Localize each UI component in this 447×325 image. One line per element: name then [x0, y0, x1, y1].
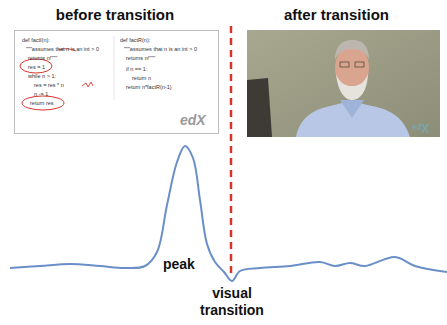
glasses — [340, 62, 349, 67]
chair — [247, 78, 272, 137]
collar — [340, 100, 364, 118]
code-line: def factR(n): — [120, 37, 150, 43]
glasses — [355, 62, 364, 67]
code-line: res = res * n — [34, 82, 64, 88]
watermark-mark: ᵉᵈX — [412, 122, 429, 136]
hair — [335, 40, 369, 60]
code-line: return n — [132, 75, 151, 81]
beard — [336, 74, 368, 100]
attention-curve — [10, 146, 447, 281]
annotation-circle — [20, 59, 52, 73]
code-line: res = 1 — [28, 64, 45, 70]
video-thumbnail — [247, 30, 440, 137]
code-line: n -= 1 — [34, 91, 48, 97]
code-line: def factI(n): — [22, 37, 50, 43]
transition-line — [230, 26, 233, 274]
annotation-circle — [22, 96, 64, 110]
code-line: returns n!""" — [28, 55, 57, 61]
curve-annotation: peak — [163, 256, 195, 273]
watermark: edX — [180, 112, 206, 128]
code-line: return res — [30, 100, 54, 106]
panel-heading: before transition — [0, 6, 230, 23]
code-line: """assumes that n is an int > 0 — [124, 46, 197, 52]
panel-heading: after transition — [229, 6, 444, 23]
column-divider — [114, 36, 115, 100]
annotation-scribble — [82, 82, 93, 87]
slide-thumbnail — [15, 31, 219, 134]
code-line: """assumes that n is an int > 0 — [26, 46, 99, 52]
code-line: if n == 1: — [126, 66, 147, 72]
shirt — [296, 101, 410, 137]
curve-annotation: visual transition — [190, 285, 274, 319]
code-line: while n > 1: — [28, 73, 56, 79]
code-line: returns n!""" — [126, 55, 155, 61]
code-line: return n*factR(n-1) — [126, 84, 172, 90]
